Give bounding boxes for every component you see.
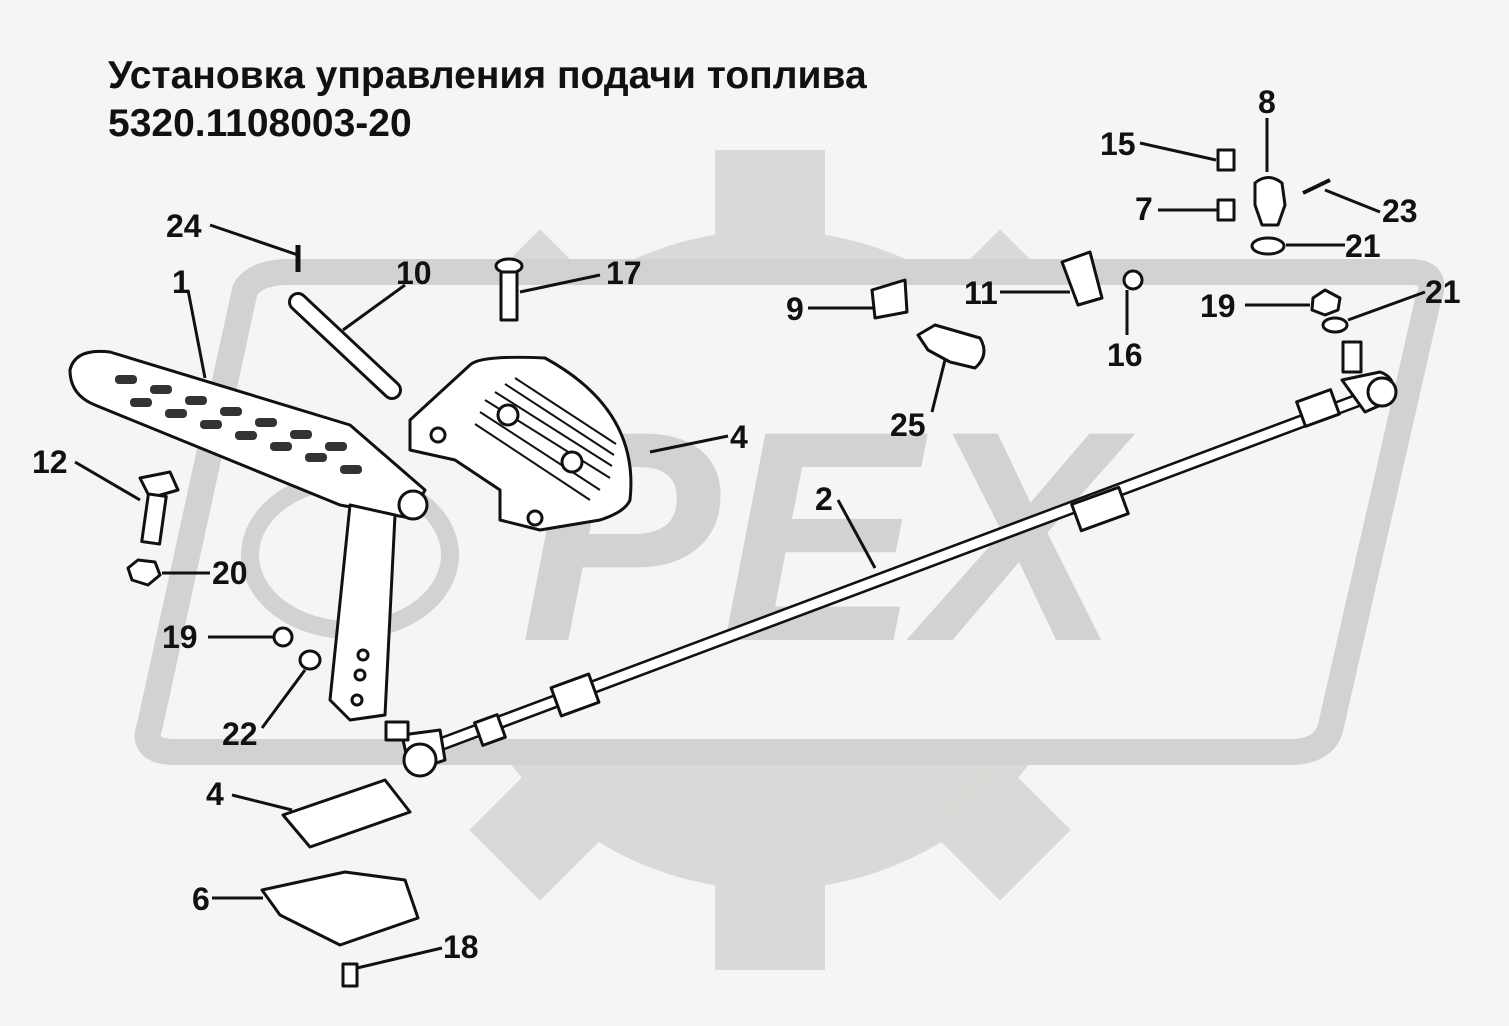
bolt-12-part	[138, 470, 180, 546]
callout-11: 11	[964, 275, 998, 311]
callout-2: 2	[815, 481, 833, 517]
callout-17: 17	[606, 255, 642, 291]
screw-17-part	[494, 257, 524, 322]
bushing-7-part	[1216, 198, 1236, 222]
callout-8: 8	[1258, 84, 1276, 120]
callout-18: 18	[443, 929, 479, 965]
callout-6: 6	[192, 881, 210, 917]
cotter-pin-23-part	[1302, 178, 1331, 195]
title-line-1: Установка управления подачи топлива	[108, 54, 867, 97]
callout-12: 12	[32, 444, 68, 480]
callout-4b: 4	[206, 776, 224, 812]
callout-21a: 21	[1345, 228, 1381, 264]
pin-8-part	[1253, 176, 1287, 227]
callout-labels: 24 1 10 17 9 11 16 25 15 8 7 23 21 19 21…	[32, 84, 1461, 965]
callout-16: 16	[1107, 337, 1143, 373]
watermark-text: PEX	[520, 368, 1136, 704]
callout-19a: 19	[1200, 288, 1236, 324]
pad-part	[281, 778, 412, 849]
plate-part	[260, 870, 420, 947]
bracket-25-part	[916, 323, 986, 370]
callout-25: 25	[890, 407, 926, 443]
clip-11-part	[1060, 250, 1104, 307]
nut-19-part	[272, 626, 294, 648]
callout-15: 15	[1100, 126, 1136, 162]
pin-part	[288, 292, 402, 400]
callout-10: 10	[396, 255, 432, 291]
washer-21-part	[1250, 236, 1286, 256]
washer-22-part	[298, 649, 322, 671]
callout-4a: 4	[730, 419, 748, 455]
title-line-2: 5320.1108003-20	[108, 101, 412, 145]
pedal-part	[68, 349, 429, 722]
callout-24: 24	[166, 208, 202, 244]
screw-16-part	[1122, 269, 1144, 291]
washer-21b-part	[1321, 316, 1349, 334]
nut-20-part	[126, 558, 162, 587]
callout-23: 23	[1382, 193, 1418, 229]
callout-1: 1	[172, 264, 190, 300]
callout-22: 22	[222, 716, 258, 752]
callout-21b: 21	[1425, 274, 1461, 310]
callout-20: 20	[212, 555, 248, 591]
screw-15-part	[1216, 148, 1236, 172]
bracket-part	[408, 355, 633, 532]
page-title: Установка управления подачи топлива 5320…	[108, 52, 867, 147]
callout-7: 7	[1135, 191, 1153, 227]
cable-part	[384, 340, 1398, 778]
screw-18-part	[341, 962, 359, 988]
plate-9-part	[870, 278, 909, 320]
callout-19b: 19	[162, 619, 198, 655]
nut-19-top-part	[1310, 288, 1342, 317]
callout-9: 9	[786, 291, 804, 327]
leader-lines	[74, 118, 1426, 970]
